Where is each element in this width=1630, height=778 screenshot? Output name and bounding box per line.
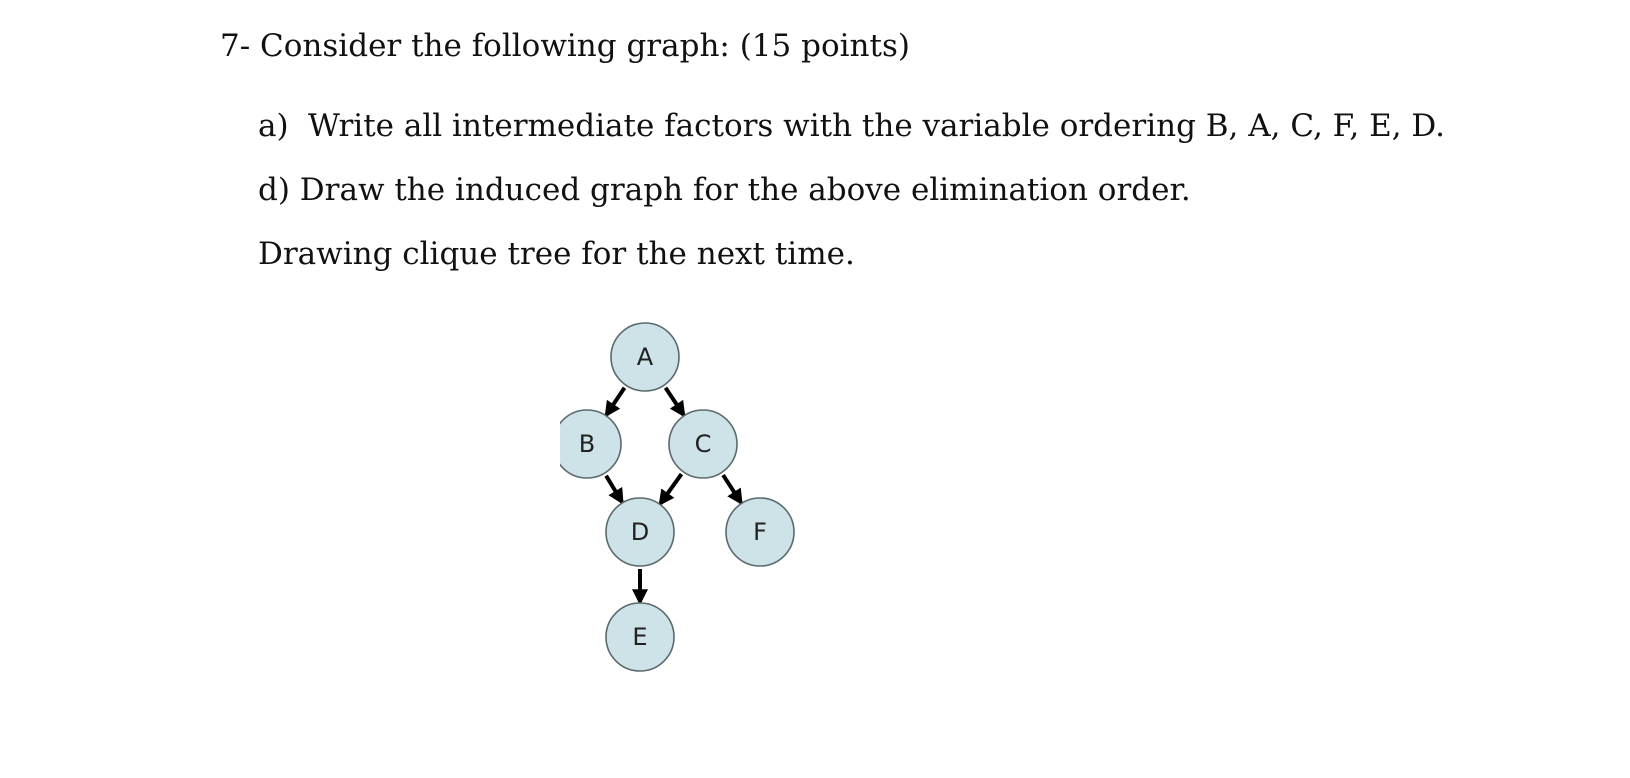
question-heading: 7- Consider the following graph: (15 poi… [220, 28, 910, 64]
edge-a-c [663, 386, 686, 418]
edge-b-d [604, 474, 624, 505]
node-circle [725, 497, 795, 567]
node-f: F [725, 497, 795, 567]
node-label: A [637, 343, 654, 371]
bayesian-network-graph: A B C D E F [560, 322, 795, 672]
edge-c-d [658, 472, 684, 507]
node-circle [610, 322, 680, 392]
item-marker: a) [258, 108, 289, 144]
question-item-a: a) Write all intermediate factors with th… [258, 108, 1445, 144]
node-circle [605, 602, 675, 672]
node-b: B [560, 409, 622, 479]
node-e: E [605, 602, 675, 672]
node-label: B [579, 430, 595, 458]
node-circle [668, 409, 738, 479]
question-item-d: d) Draw the induced graph for the above … [258, 172, 1191, 208]
item-text: Drawing clique tree for the next time. [258, 236, 855, 272]
node-label: E [632, 623, 647, 651]
node-label: F [753, 518, 767, 546]
edge-a-b [604, 386, 627, 418]
nodes-layer: A B C D E F [560, 322, 795, 672]
item-text: d) Draw the induced graph for the above … [258, 172, 1191, 208]
node-label: C [695, 430, 712, 458]
node-circle [560, 409, 622, 479]
item-text: Write all intermediate factors with the … [308, 108, 1446, 144]
node-c: C [668, 409, 738, 479]
node-a: A [610, 322, 680, 392]
question-note: Drawing clique tree for the next time. [258, 236, 855, 272]
edge-c-f [721, 473, 743, 506]
node-label: D [631, 518, 649, 546]
edges-layer [604, 386, 743, 606]
node-d: D [605, 497, 675, 567]
node-circle [605, 497, 675, 567]
